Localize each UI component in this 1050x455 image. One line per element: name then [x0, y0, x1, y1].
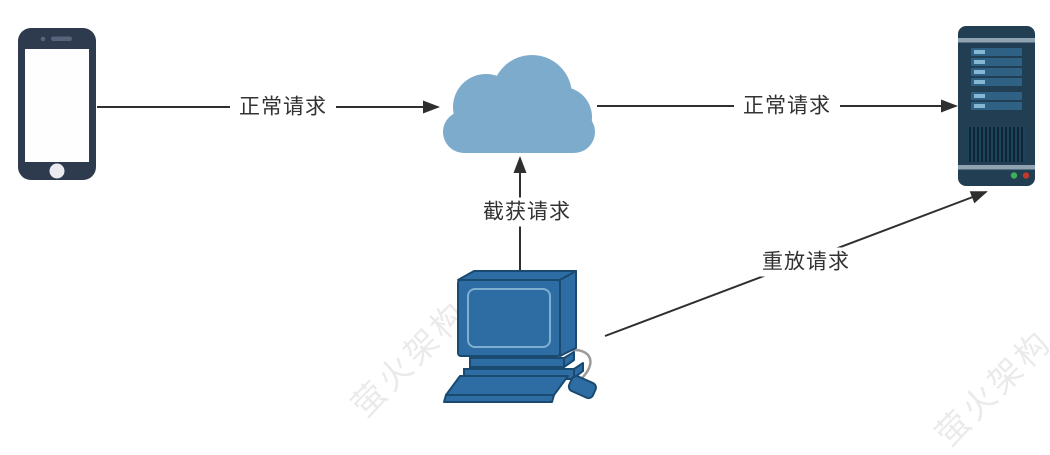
edge-label-normal-request-left: 正常请求 [230, 92, 336, 122]
led-red [1022, 172, 1030, 179]
cloud-icon [443, 55, 595, 153]
led-green [1010, 172, 1018, 179]
monitor-screen [467, 288, 551, 348]
edge-label-intercept-request: 截获请求 [474, 197, 580, 227]
keyboard [445, 375, 569, 396]
edge-label-replay-request: 重放请求 [753, 247, 859, 277]
server-drive-bays [971, 48, 1022, 110]
server-vents [968, 127, 1025, 162]
desktop-computer-icon [443, 270, 597, 403]
smartphone-icon [18, 28, 96, 180]
diagram-canvas: 萤火架构 萤火架构 [18, 26, 1050, 454]
edge-label-normal-request-right: 正常请求 [734, 91, 840, 121]
mouse [567, 375, 597, 400]
server-icon [958, 26, 1035, 186]
